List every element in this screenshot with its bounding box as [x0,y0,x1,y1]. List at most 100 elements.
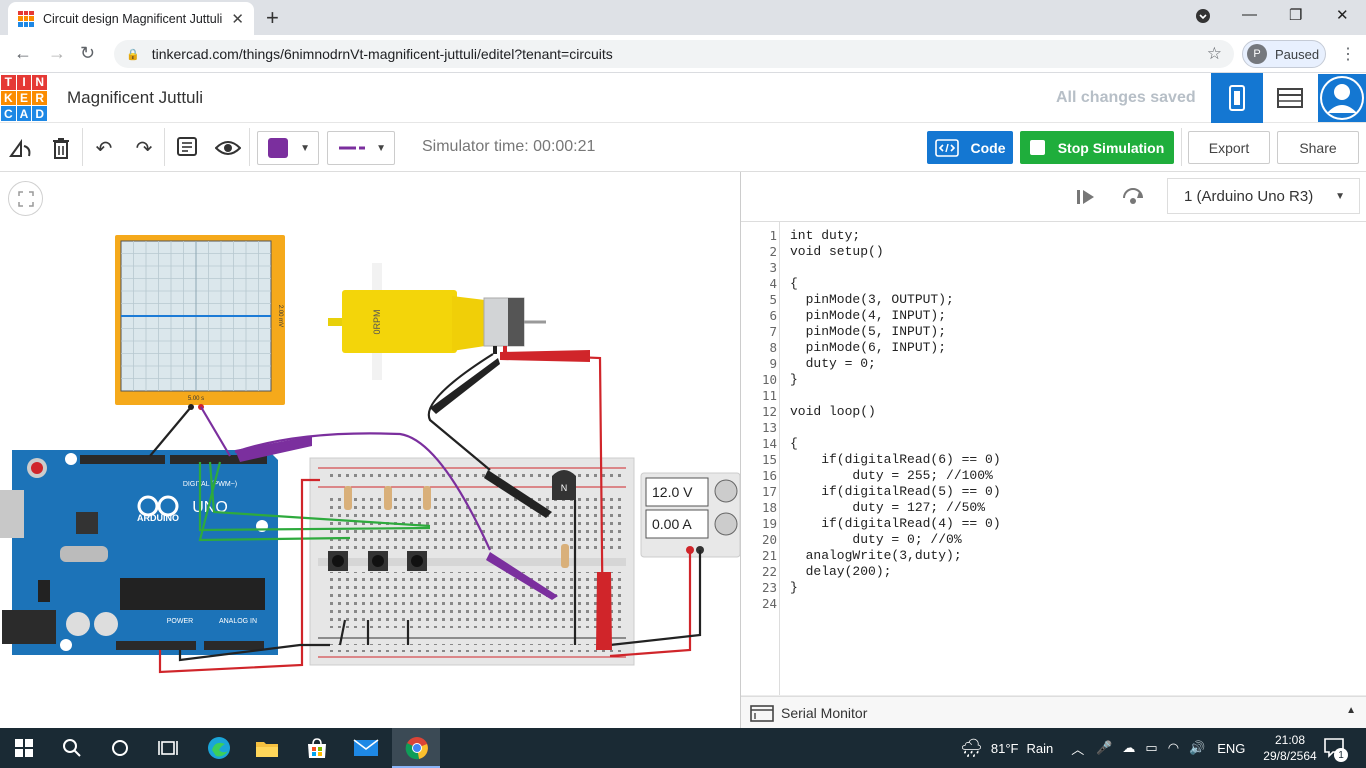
line-number: 12 [761,404,777,419]
oscilloscope[interactable]: 5.00 s 2.00 mV [115,235,285,410]
user-avatar[interactable] [1318,74,1366,122]
code-line[interactable]: } [790,580,798,595]
logo-letter: A [16,106,32,121]
delete-icon[interactable] [47,134,75,162]
breadboard[interactable] [309,457,635,666]
taskbar-clock[interactable]: 21:08 29/8/2564 [1262,732,1318,764]
code-line[interactable]: analogWrite(3,duty); [790,548,962,563]
code-line[interactable]: void loop() [790,404,876,419]
onedrive-cloud-icon[interactable]: ☁ [1122,740,1136,755]
notification-center-icon[interactable] [1324,738,1346,763]
alligator-clips[interactable] [235,350,612,650]
step-debug-icon[interactable] [1076,188,1096,211]
code-line[interactable]: pinMode(4, INPUT); [790,308,947,323]
resistors[interactable] [344,486,569,568]
toolbar-divider [82,128,83,166]
edge-browser-icon[interactable] [206,736,232,760]
code-line[interactable]: duty = 127; //50% [790,500,986,515]
bookmark-star-icon[interactable]: ☆ [1206,44,1222,63]
browser-menu-icon[interactable]: ⋮ [1340,46,1356,63]
arduino-uno-board[interactable]: ARDUINO UNO DIGITAL (PWM~) POWER ANALOG … [0,450,278,655]
code-line[interactable]: duty = 0; [790,356,876,371]
code-line[interactable]: pinMode(6, INPUT); [790,340,947,355]
code-line[interactable]: { [790,436,798,451]
code-line[interactable]: if(digitalRead(4) == 0) [790,516,1001,531]
board-digital-label: DIGITAL (PWM~) [183,481,237,488]
line-number: 8 [769,340,777,355]
weather-temperature[interactable]: 81°F [990,740,1019,756]
pushbuttons[interactable] [328,551,427,571]
url-bar[interactable]: 🔒 tinkercad.com/things/6nimnodrnVt-magni… [114,40,1234,68]
volume-icon[interactable]: 🔊 [1189,740,1206,755]
expand-up-icon[interactable]: ▲ [1346,705,1356,716]
minimize-icon[interactable]: — [1242,6,1257,23]
undo-icon[interactable]: ↶ [95,137,113,160]
fill-color-dropdown[interactable]: ▼ [257,131,319,165]
step-over-icon[interactable] [1122,187,1144,212]
wire-style-dropdown[interactable]: ▼ [327,131,395,165]
code-button[interactable]: Code [927,131,1013,164]
component-list-button[interactable] [1264,73,1316,123]
toolbar-divider [249,128,250,166]
circuit-view-button[interactable] [1211,73,1263,123]
new-tab-icon[interactable]: + [266,5,279,30]
maximize-icon[interactable]: ❐ [1289,7,1303,24]
code-line[interactable]: void setup() [790,244,884,259]
design-title[interactable]: Magnificent Juttuli [67,88,204,107]
device-select[interactable]: 1 (Arduino Uno R3) ▼ [1167,178,1360,214]
input-language[interactable]: ENG [1217,740,1246,756]
reload-icon[interactable]: ↻ [80,43,96,63]
code-line[interactable]: if(digitalRead(5) == 0) [790,484,1001,499]
mail-icon[interactable] [352,736,380,760]
weather-condition[interactable]: Rain [1026,740,1054,756]
visibility-eye-icon[interactable] [214,134,242,162]
code-line[interactable]: pinMode(5, INPUT); [790,324,947,339]
share-button[interactable]: Share [1277,131,1359,164]
dc-motor[interactable]: 0RPM [328,263,546,380]
close-window-icon[interactable]: ✕ [1336,7,1349,24]
battery-icon[interactable]: ▭ [1145,740,1158,755]
browser-tab[interactable]: Circuit design Magnificent Juttuli | Ti … [8,2,254,35]
zoom-to-fit-button[interactable] [8,181,43,216]
store-icon[interactable] [304,736,330,760]
chevron-up-icon[interactable]: ︿ [1071,741,1085,757]
code-line[interactable]: delay(200); [790,564,892,579]
line-number: 2 [769,244,777,259]
windows-start-icon[interactable] [12,736,36,760]
logo-letter: I [16,75,32,90]
cortana-icon[interactable] [108,736,132,760]
device-select-value: 1 (Arduino Uno R3) [1184,187,1314,205]
profile-button[interactable]: P Paused [1242,40,1326,68]
forward-icon[interactable]: → [48,43,66,63]
close-tab-icon[interactable]: ✕ [231,10,244,28]
notes-icon[interactable] [173,134,201,162]
microphone-icon[interactable]: 🎤 [1096,740,1113,755]
stop-simulation-button[interactable]: Stop Simulation [1020,131,1174,164]
code-line[interactable]: { [790,276,798,291]
code-line[interactable]: duty = 0; //0% [790,532,962,547]
chevron-down-icon: ▼ [376,142,386,154]
rotate-icon[interactable] [7,134,35,162]
weather-rain-icon[interactable]: 🌧 [960,737,983,758]
search-icon[interactable] [60,736,84,760]
code-line[interactable]: duty = 255; //100% [790,468,993,483]
tab-search-icon[interactable] [1196,9,1210,27]
url-text: tinkercad.com/things/6nimnodrnVt-magnifi… [151,46,613,62]
export-button[interactable]: Export [1188,131,1270,164]
code-line[interactable]: } [790,372,798,387]
redo-icon[interactable]: ↷ [135,137,153,160]
code-line[interactable]: pinMode(3, OUTPUT); [790,292,954,307]
lock-icon: 🔒 [126,48,140,61]
serial-monitor-bar[interactable]: Serial Monitor ▲ [741,696,1366,728]
code-line[interactable]: if(digitalRead(6) == 0) [790,452,1001,467]
power-voltage-readout: 12.0 V [652,484,693,500]
file-explorer-icon[interactable] [254,736,280,760]
npn-transistor[interactable]: N [552,470,576,500]
back-icon[interactable]: ← [14,43,32,63]
code-editor[interactable] [780,222,1366,695]
power-supply[interactable]: 12.0 V 0.00 A [640,472,740,558]
wifi-icon[interactable]: ◠ [1167,740,1180,755]
task-view-icon[interactable] [156,736,180,760]
code-line[interactable]: int duty; [790,228,861,243]
